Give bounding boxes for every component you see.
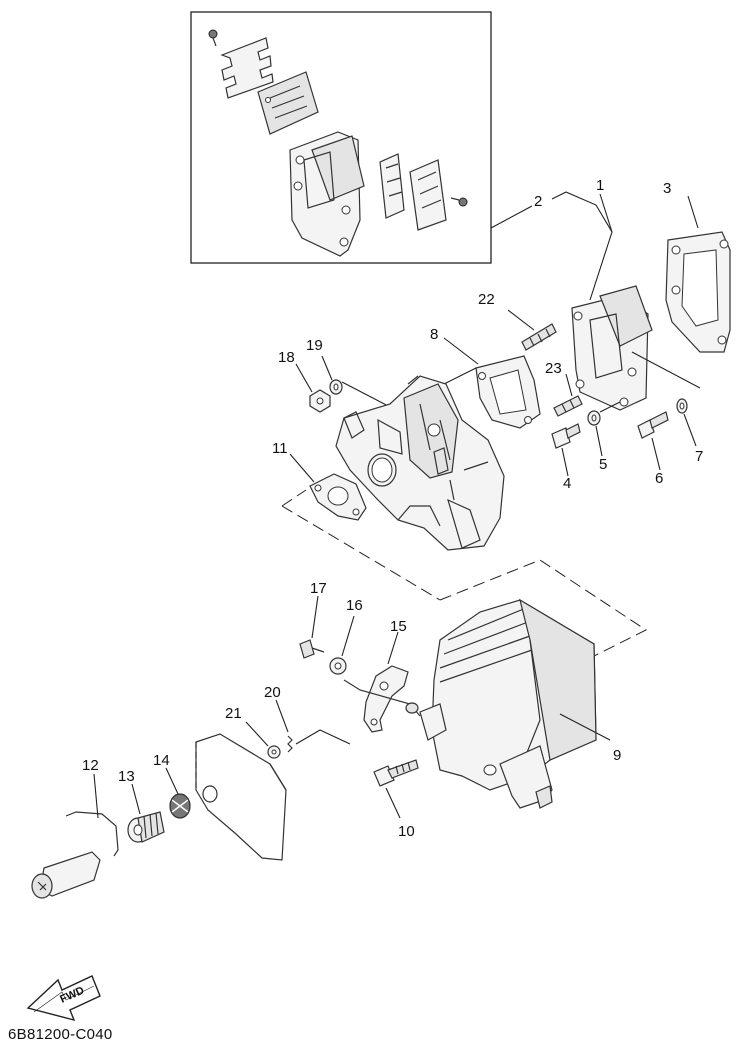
inset-reed-plate	[257, 71, 319, 135]
callout-22: 22	[478, 291, 495, 308]
callout-4: 4	[563, 475, 571, 492]
inset-reed-valve-body	[289, 131, 365, 257]
callout-15: 15	[390, 618, 407, 635]
part-6-screw	[637, 411, 669, 471]
callout-5: 5	[599, 456, 607, 473]
inset-frame	[190, 11, 492, 264]
callout-16: 16	[346, 597, 363, 614]
callout-18: 18	[278, 349, 295, 366]
callout-17: 17	[310, 580, 327, 597]
part-13-bushing	[127, 783, 165, 843]
part-11-gasket	[289, 453, 367, 521]
callout-14: 14	[153, 752, 170, 769]
leader-2	[490, 205, 533, 229]
inset-reed-petals	[379, 153, 447, 231]
callout-2: 2	[534, 193, 542, 210]
part-9-intake-silencer	[419, 598, 611, 809]
diagram-code: 6B81200-C040	[8, 1026, 113, 1043]
inset-screw-top	[208, 29, 218, 47]
part-14-grommet	[165, 767, 191, 819]
part-4-bolt	[551, 423, 581, 477]
projection-lines	[281, 489, 647, 659]
part-18-nut	[295, 363, 331, 413]
leader-1	[599, 193, 613, 233]
part-23-stud	[553, 373, 583, 417]
callout-21: 21	[225, 705, 242, 722]
part-5-washer	[587, 410, 603, 457]
part-17-screw	[299, 595, 325, 659]
callout-6: 6	[655, 470, 663, 487]
callout-8: 8	[430, 326, 438, 343]
inset-screw-right	[450, 197, 468, 207]
callout-9: 9	[613, 747, 621, 764]
part-22-stud-bolt	[507, 309, 557, 351]
fwd-arrow-icon: FWD	[26, 975, 101, 1022]
callout-13: 13	[118, 768, 135, 785]
carburetor-body	[335, 375, 505, 551]
align-line-a	[631, 351, 701, 389]
callout-11: 11	[272, 440, 288, 457]
part-10-bolt	[373, 759, 419, 819]
part-20-spring	[275, 699, 293, 753]
part-7-washer	[676, 398, 697, 447]
linkage-rod-end	[405, 702, 419, 714]
part-12-choke-knob	[31, 773, 119, 899]
part-8-gasket	[443, 337, 541, 429]
leader-2-to-1	[551, 191, 613, 301]
callout-3: 3	[663, 180, 671, 197]
callout-7: 7	[695, 448, 703, 465]
align-line-nut	[341, 381, 393, 409]
callout-1: 1	[596, 177, 604, 194]
part-1-reed-valve-assy	[571, 285, 653, 411]
align-line-link	[295, 729, 351, 745]
part-15-bracket	[363, 631, 409, 733]
align-line-c	[599, 401, 621, 413]
front-cover-partial	[195, 733, 287, 861]
part-19-washer	[321, 355, 343, 395]
callout-10: 10	[398, 823, 415, 840]
callout-12: 12	[82, 757, 99, 774]
callout-23: 23	[545, 360, 562, 377]
inset-reed-stopper	[220, 37, 274, 99]
callout-20: 20	[264, 684, 281, 701]
callout-labels: 1 2 3 4 5 6 7 8 9 10 11 12 13 14 15 16 1…	[82, 177, 703, 840]
part-16-washer	[329, 615, 355, 675]
reed-valve-kit-inset	[190, 11, 492, 264]
part-3-gasket	[665, 195, 731, 353]
callout-19: 19	[306, 337, 323, 354]
part-21-washer	[245, 721, 281, 759]
